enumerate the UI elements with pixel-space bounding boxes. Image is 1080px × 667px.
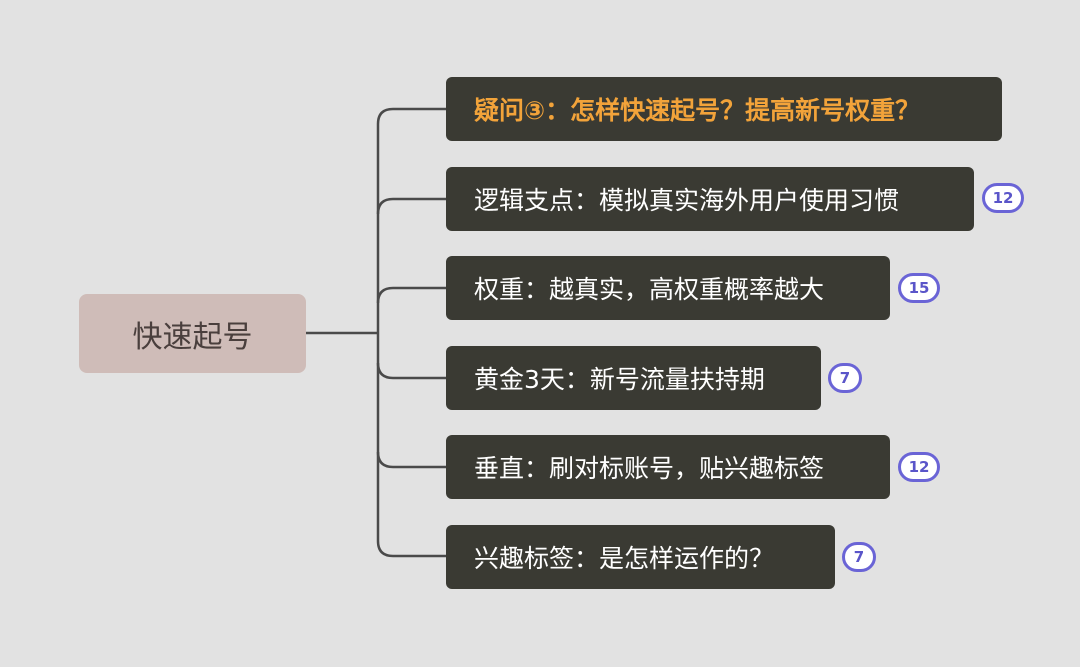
branch-connector-4 <box>376 362 446 380</box>
branch-topic-logic-pivot[interactable]: 逻辑支点：模拟真实海外用户使用习惯 <box>446 167 974 231</box>
branch-topic-question[interactable]: 疑问③：怎样快速起号？提高新号权重？ <box>446 77 1002 141</box>
branch-topic-label: 垂直：刷对标账号，贴兴趣标签 <box>474 454 825 483</box>
branch-topic-vertical[interactable]: 垂直：刷对标账号，贴兴趣标签 <box>446 435 890 499</box>
count-badge[interactable]: 12 <box>982 183 1024 213</box>
branch-topic-label: 疑问③：怎样快速起号？提高新号权重？ <box>474 96 921 125</box>
branch-connector-3 <box>376 286 446 304</box>
count-badge[interactable]: 12 <box>898 452 940 482</box>
branch-connector-1 <box>376 107 446 333</box>
branch-topic-golden-3-days[interactable]: 黄金3天：新号流量扶持期 <box>446 346 821 410</box>
branch-topic-label: 兴趣标签：是怎样运作的？ <box>474 544 775 573</box>
branch-topic-interest-tags[interactable]: 兴趣标签：是怎样运作的？ <box>446 525 835 589</box>
branch-connector-5 <box>376 451 446 469</box>
branch-topic-label: 权重：越真实，高权重概率越大 <box>474 275 825 304</box>
branch-connector-2 <box>376 197 446 215</box>
branch-topic-label: 黄金3天：新号流量扶持期 <box>474 365 765 394</box>
count-badge[interactable]: 15 <box>898 273 940 303</box>
branch-connector-6 <box>376 333 446 558</box>
count-badge[interactable]: 7 <box>828 363 862 393</box>
branch-topic-weight[interactable]: 权重：越真实，高权重概率越大 <box>446 256 890 320</box>
count-badge[interactable]: 7 <box>842 542 876 572</box>
root-topic[interactable]: 快速起号 <box>79 294 306 373</box>
branch-topic-label: 逻辑支点：模拟真实海外用户使用习惯 <box>474 186 900 215</box>
root-topic-label: 快速起号 <box>132 319 253 355</box>
